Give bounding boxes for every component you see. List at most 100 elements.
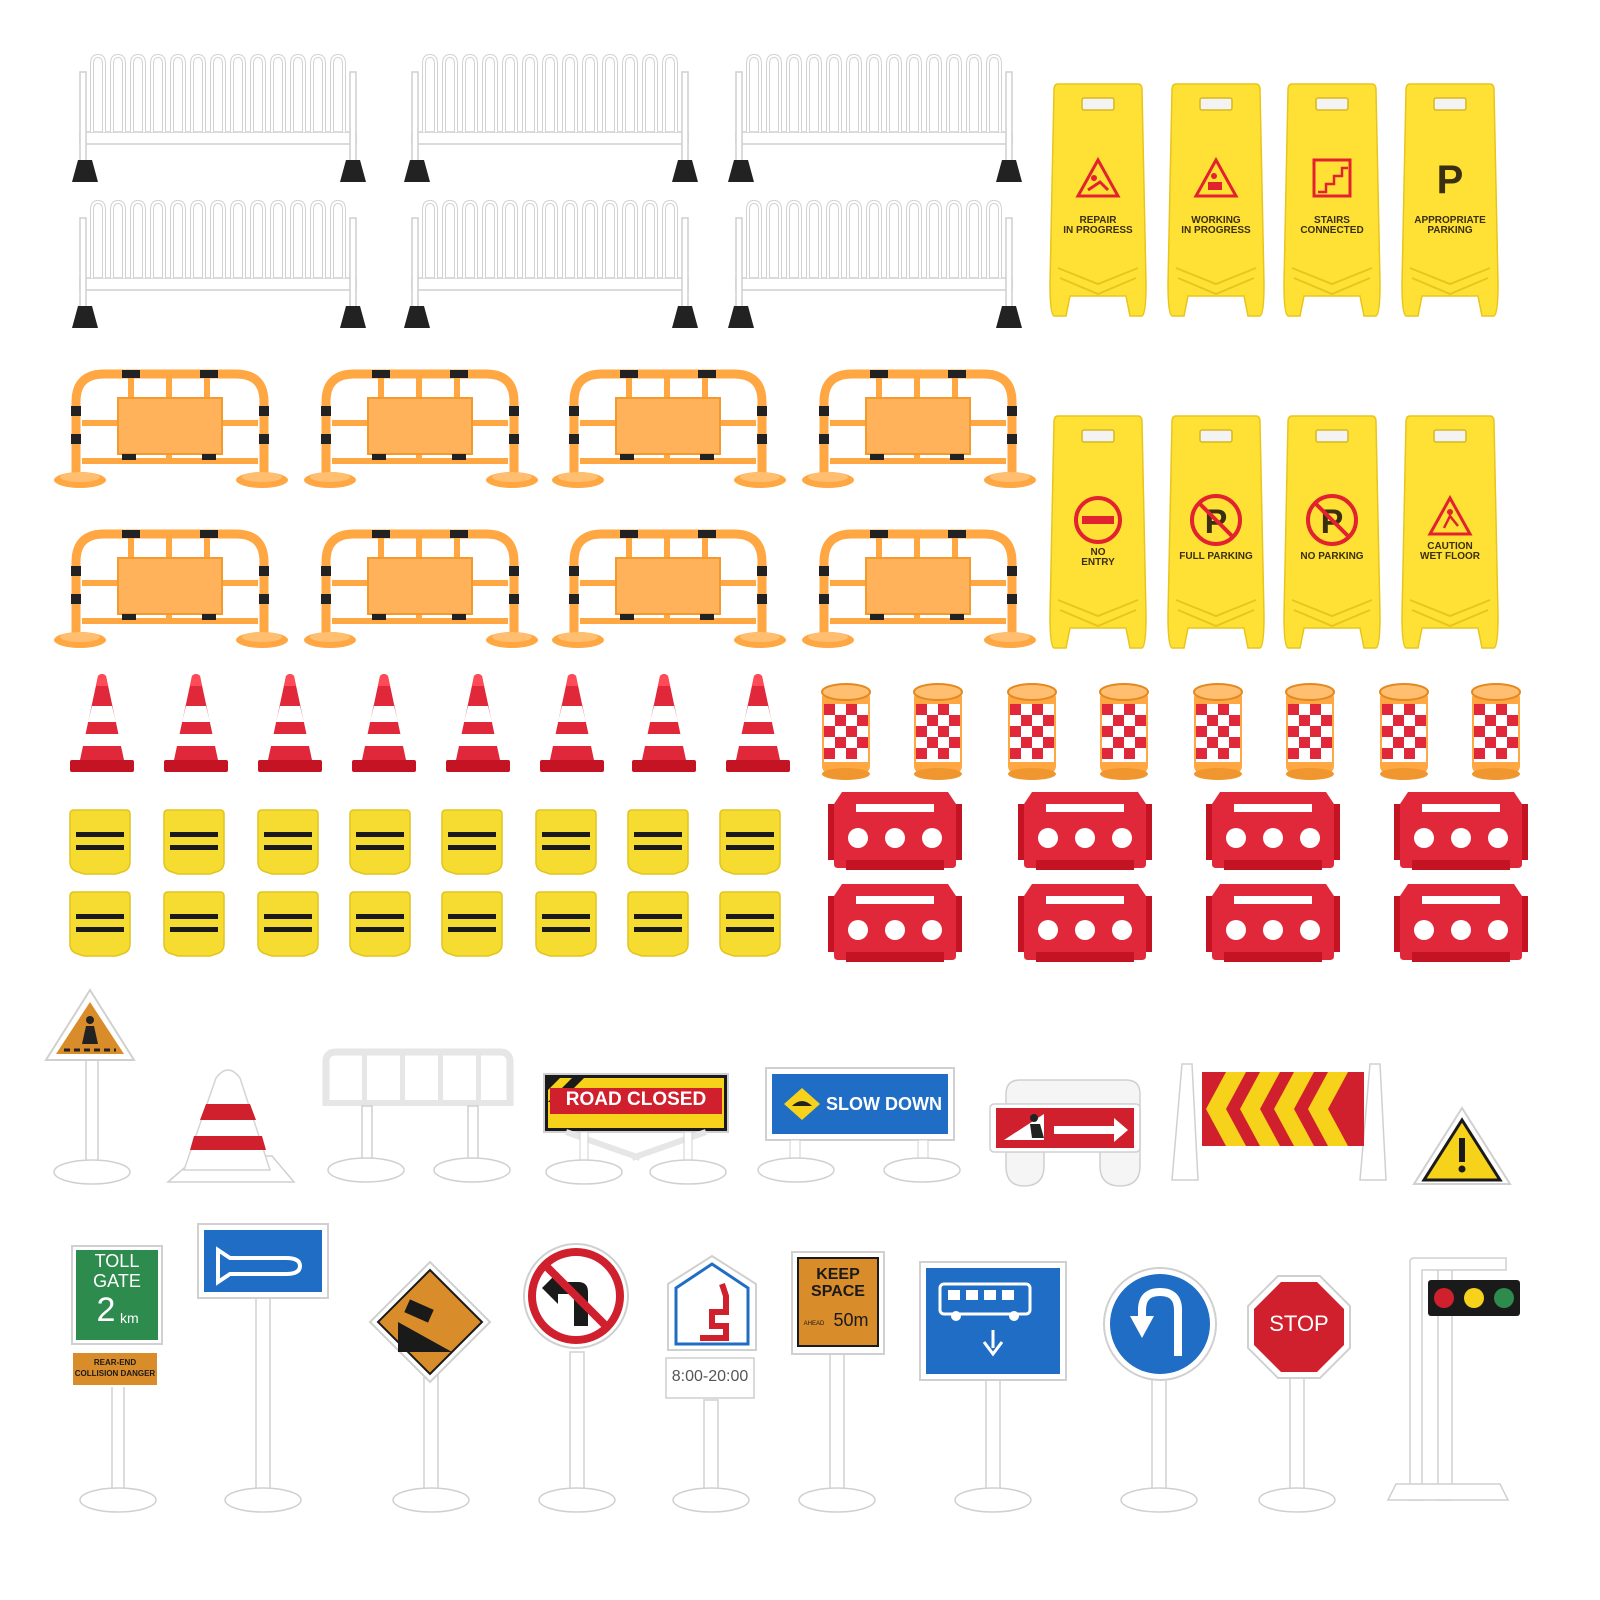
yellow-block	[163, 891, 225, 957]
rear-end-line2: COLLISION DANGER	[74, 1369, 156, 1378]
keep-space-distance: 50m	[833, 1310, 869, 1330]
yellow-block	[441, 891, 503, 957]
sign-line2: WET FLOOR	[1420, 551, 1480, 562]
sign-line2: ENTRY	[1081, 557, 1115, 568]
red-water-barrier	[1206, 792, 1340, 870]
traffic-cone	[446, 674, 510, 772]
toll-gate-line2: GATE	[93, 1271, 141, 1291]
repair-in-progress-sign: REPAIR IN PROGRESS	[1050, 84, 1146, 316]
keep-space-line1: KEEP	[816, 1266, 860, 1283]
sign-line1: CAUTION	[1427, 541, 1473, 552]
slow-down-sign	[757, 1067, 961, 1183]
traffic-cone	[70, 674, 134, 772]
full-parking-sign: FULL PARKING	[1168, 416, 1264, 648]
toll-gate-line1: TOLL	[94, 1251, 140, 1271]
traffic-cone	[164, 674, 228, 772]
sign-line2: CONNECTED	[1300, 225, 1364, 236]
orange-barrier	[802, 370, 1036, 488]
checkered-barrel	[821, 683, 871, 781]
traffic-cone	[258, 674, 322, 772]
sign-line1: NO PARKING	[1300, 551, 1364, 562]
chevron-barricade	[1171, 1063, 1387, 1181]
yellow-blocks	[69, 809, 781, 957]
yellow-block	[257, 891, 319, 957]
horn-sign	[197, 1223, 329, 1513]
no-entry-icon	[1074, 496, 1122, 544]
orange-barrier	[552, 530, 786, 648]
checkered-barrel	[913, 683, 963, 781]
yellow-block	[349, 809, 411, 875]
orange-barrier	[54, 530, 288, 648]
sign-line1: APPROPRIATE	[1414, 215, 1486, 226]
road-closed-sign	[543, 1073, 729, 1185]
checkered-barrel	[1193, 683, 1243, 781]
yellow-block	[69, 891, 131, 957]
red-water-barrier	[1018, 884, 1152, 962]
detour-arrow-sign	[989, 1079, 1141, 1187]
stairs-icon	[1312, 158, 1352, 198]
checkered-barrels	[821, 683, 1521, 781]
yellow-block	[627, 891, 689, 957]
red-water-barrier	[1394, 792, 1528, 870]
red-water-barrier	[1394, 884, 1528, 962]
toll-gate-sign	[71, 1245, 163, 1513]
sign-line1: WORKING	[1191, 215, 1241, 226]
no-parking-icon: P	[1190, 494, 1242, 546]
orange-barrier	[54, 370, 288, 488]
warning-triangle-icon	[1412, 1106, 1512, 1185]
white-fences	[70, 54, 1024, 330]
rear-end-line1: REAR-END	[93, 1358, 137, 1367]
white-fence	[402, 200, 700, 330]
large-traffic-cone	[165, 1069, 296, 1183]
curve-time-sign	[665, 1254, 757, 1513]
appropriate-parking-sign: P APPROPRIATE PARKING	[1402, 84, 1498, 316]
toll-gate-distance: 2	[96, 1291, 116, 1329]
sign-line1: NO	[1090, 547, 1106, 558]
keep-space-sign	[791, 1251, 885, 1513]
sign-line1: STAIRS	[1314, 215, 1350, 226]
no-left-turn-sign	[523, 1243, 629, 1513]
slow-down-label: SLOW DOWN	[826, 1094, 942, 1114]
orange-barrier	[304, 530, 538, 648]
red-water-barrier	[828, 792, 962, 870]
sign-line1: REPAIR	[1079, 215, 1117, 226]
red-water-barrier	[828, 884, 962, 962]
steep-descent-sign	[368, 1260, 492, 1513]
traffic-cone	[352, 674, 416, 772]
white-fence	[726, 54, 1024, 184]
orange-barrier	[304, 370, 538, 488]
stairs-connected-sign: STAIRS CONNECTED	[1284, 84, 1380, 316]
checkered-barrel	[1285, 683, 1335, 781]
white-fence	[726, 200, 1024, 330]
checkered-barrel	[1471, 683, 1521, 781]
orange-barrier	[802, 530, 1036, 648]
sign-line1: FULL PARKING	[1179, 551, 1253, 562]
u-turn-sign	[1103, 1267, 1217, 1513]
yellow-block	[535, 809, 597, 875]
traffic-cone	[632, 674, 696, 772]
yellow-block	[535, 891, 597, 957]
white-fence	[70, 54, 368, 184]
traffic-cone	[726, 674, 790, 772]
orange-barriers	[54, 370, 1036, 648]
sign-line2: PARKING	[1427, 225, 1473, 236]
pedestrian-crossing-sign	[44, 988, 136, 1185]
red-water-barrier	[1018, 792, 1152, 870]
orange-barrier	[552, 370, 786, 488]
yellow-block	[719, 891, 781, 957]
time-range-label: 8:00-20:00	[671, 1368, 749, 1385]
white-fence	[70, 200, 368, 330]
working-in-progress-sign: WORKING IN PROGRESS	[1168, 84, 1264, 316]
yellow-block	[257, 809, 319, 875]
white-crowd-barrier	[322, 1048, 514, 1183]
repair-icon	[1075, 156, 1121, 198]
traffic-light	[1386, 1257, 1520, 1501]
no-parking-icon: P	[1306, 494, 1358, 546]
working-icon	[1193, 156, 1239, 198]
sign-line2: IN PROGRESS	[1063, 225, 1133, 236]
stop-label: STOP	[1269, 1311, 1329, 1336]
yellow-block	[69, 809, 131, 875]
road-closed-label: ROAD CLOSED	[565, 1089, 707, 1110]
traffic-cone	[540, 674, 604, 772]
